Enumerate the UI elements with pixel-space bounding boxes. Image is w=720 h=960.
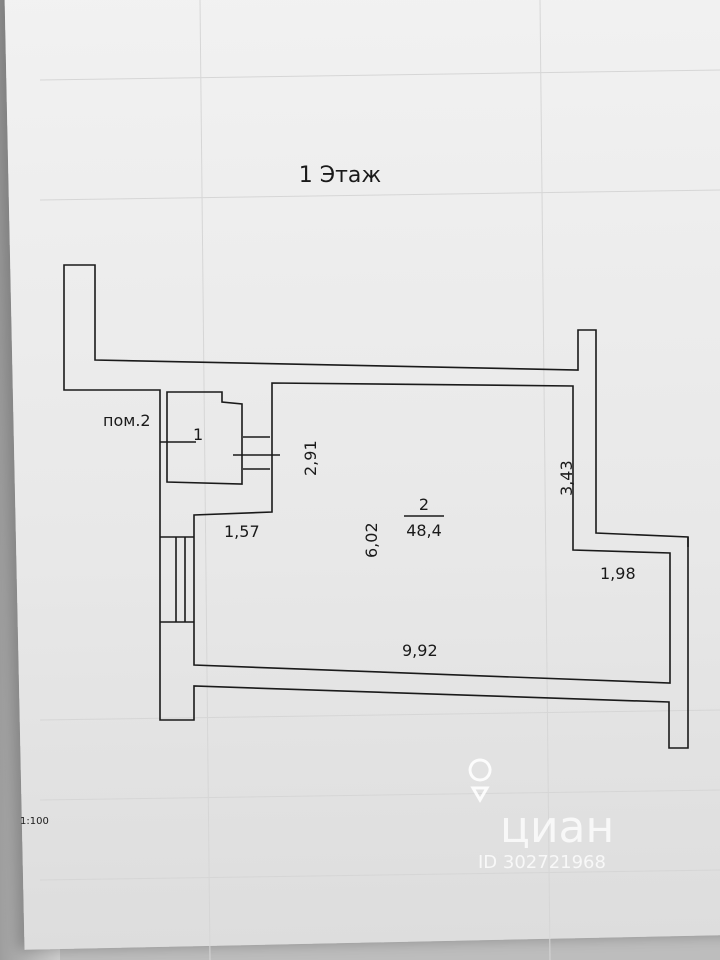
dimension-2-91: 2,91 bbox=[301, 440, 320, 476]
room-1-outline bbox=[166, 391, 243, 485]
dimension-6-02: 6,02 bbox=[362, 522, 381, 558]
outer-wall-outline bbox=[63, 264, 689, 749]
neighbor-room-label: пом.2 bbox=[103, 411, 151, 430]
walls bbox=[63, 264, 689, 749]
room-1-number: 1 bbox=[193, 425, 203, 444]
cian-watermark: циан ID 302721968 bbox=[468, 758, 614, 873]
watermark-brand: циан bbox=[500, 802, 614, 853]
inner-room-outline bbox=[193, 382, 671, 684]
floor-title: 1 Этаж bbox=[299, 163, 382, 188]
room-2-area: 48,4 bbox=[406, 521, 442, 540]
dimension-1-98: 1,98 bbox=[600, 564, 636, 583]
dimension-3-43: 3,43 bbox=[557, 460, 576, 496]
room-2-number: 2 bbox=[419, 495, 429, 514]
paper-grid-lines bbox=[39, 0, 720, 960]
dimension-9-92: 9,92 bbox=[402, 641, 438, 660]
watermark-id: ID 302721968 bbox=[478, 852, 606, 873]
dimension-1-57: 1,57 bbox=[224, 522, 260, 541]
scale-label: 1:100 bbox=[20, 816, 49, 827]
location-pin-icon bbox=[468, 758, 492, 803]
